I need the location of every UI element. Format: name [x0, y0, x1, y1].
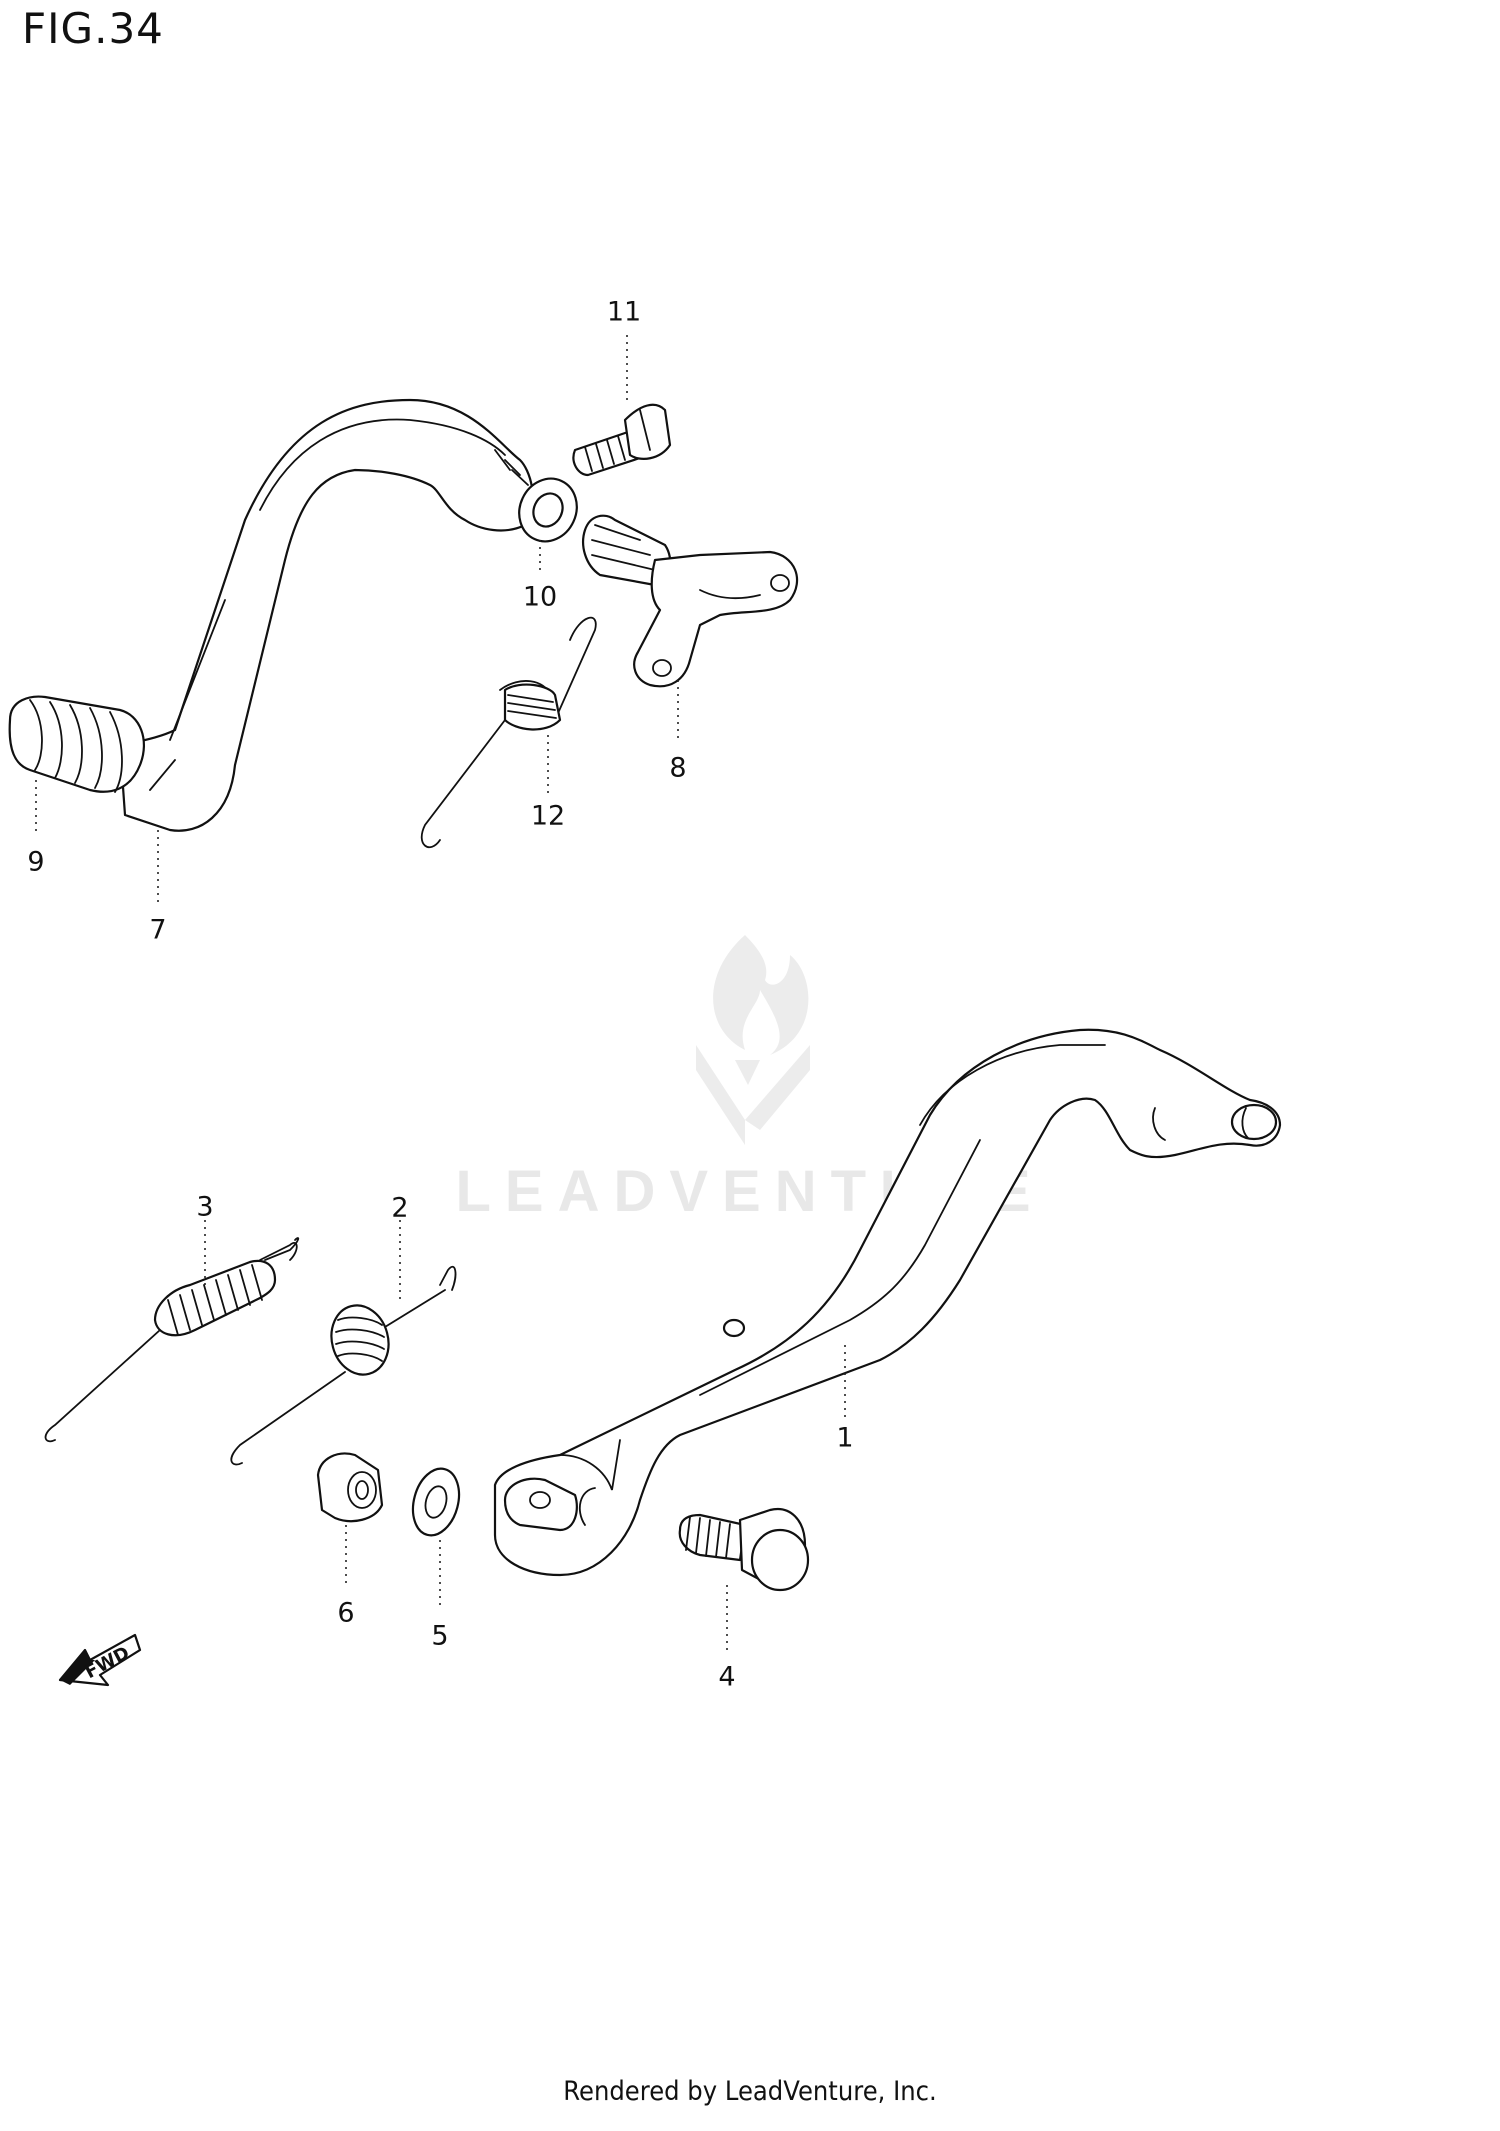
callout-4: 4 [718, 1661, 736, 1693]
part-5-washer [411, 1467, 461, 1537]
callout-9: 9 [27, 846, 45, 878]
callout-11: 11 [606, 296, 642, 328]
callout-3: 3 [196, 1191, 214, 1223]
part-9-pedal-rubber [8, 695, 145, 793]
part-1-brake-pedal [493, 1028, 1282, 1577]
part-2-spring [230, 1265, 457, 1466]
callout-5: 5 [431, 1620, 449, 1652]
part-8-shaft-arm [582, 514, 799, 688]
callout-8: 8 [669, 752, 687, 784]
callout-7: 7 [149, 914, 167, 946]
part-11-bolt [572, 403, 672, 477]
callout-2: 2 [391, 1192, 409, 1224]
fwd-direction-arrow [58, 1633, 142, 1687]
watermark-logo [696, 935, 810, 1145]
leader-lines [35, 330, 846, 1655]
fwd-label: FWD [82, 1642, 133, 1683]
part-12-spring [420, 616, 597, 849]
callout-1: 1 [836, 1422, 854, 1454]
footer-credit: Rendered by LeadVenture, Inc. [563, 2076, 937, 2107]
figure-title: FIG.34 [22, 4, 164, 53]
callout-12: 12 [530, 800, 566, 832]
part-7-pedal-lever [118, 398, 534, 832]
part-3-spring [44, 1237, 300, 1443]
callout-10: 10 [522, 581, 558, 613]
callout-6: 6 [337, 1597, 355, 1629]
part-10-washer [518, 477, 578, 543]
part-6-collar [316, 1452, 384, 1523]
part-4-pivot-bolt [678, 1507, 810, 1592]
